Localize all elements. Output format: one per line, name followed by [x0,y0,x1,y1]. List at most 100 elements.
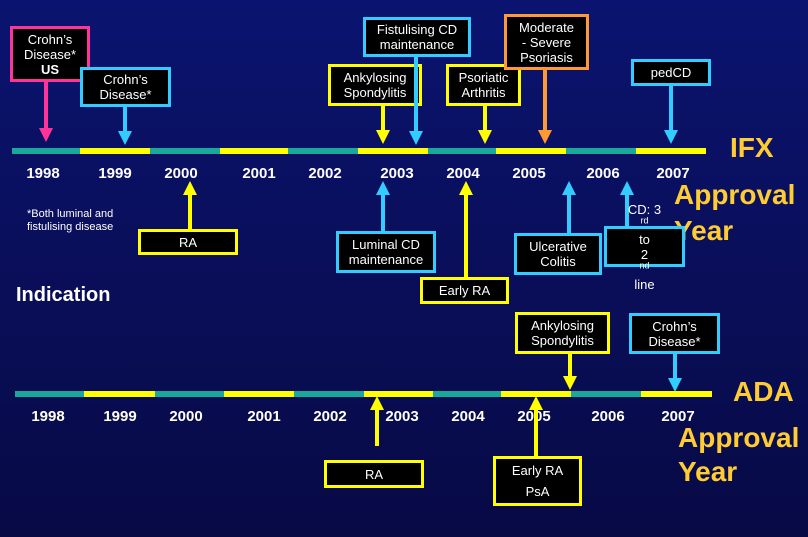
arrow-head-down [39,128,53,142]
box-text: Psoriasis [520,49,573,65]
box-text-part: to [639,231,650,247]
timeline-segment [358,148,428,154]
ifx-year-1998: 1998 [26,165,60,182]
box-text: Crohn’s [103,72,148,87]
arrow-shaft [381,106,385,130]
timeline-segment [566,148,636,154]
arrow-head-up [562,181,576,195]
timeline-segment [501,391,571,397]
timeline-segment [80,148,150,154]
box-text: PsA [525,484,550,499]
timeline-segment [288,148,358,154]
arrow-head-up [529,396,543,410]
box-text: Luminal CD [352,237,420,252]
arrow-shaft [543,70,547,130]
ada-ra-box: RA [324,460,424,488]
superscript: rd [640,215,649,226]
box-text-part: 2 [640,246,649,262]
box-text: Ankylosing [343,70,407,85]
ifx-year-2004: 2004 [446,165,480,182]
arrow-head-down [538,130,552,144]
box-text: Spondylitis [343,85,407,100]
box-text: Disease* [23,46,77,62]
box-text-part: line [634,276,655,292]
arrow-head-down [478,130,492,144]
arrow-shaft [375,410,379,446]
timeline-segment [220,148,288,154]
ada-year-2003: 2003 [385,408,419,425]
ada-year-2007: 2007 [661,408,695,425]
arrow-head-down [563,376,577,390]
box-text: Moderate [519,19,574,35]
arrow-head-down [668,378,682,392]
ifx-year-2007: 2007 [656,165,690,182]
arrow-shaft [414,57,418,131]
timeline-segment [155,391,224,397]
ifx-year-2005: 2005 [512,165,546,182]
arrow-head-down [409,131,423,145]
box-text: Disease* [99,87,152,102]
ada-year-2006: 2006 [591,408,625,425]
ada-ankylosing-box: Ankylosing Spondylitis [515,312,610,354]
box-text: - Severe [521,34,572,50]
superscript: nd [639,260,650,271]
box-text: Disease* [648,333,701,349]
arrow-shaft [44,82,48,128]
ifx-psoriatic-box: Psoriatic Arthritis [446,64,521,106]
timeline-segment [15,391,84,397]
ifx-label: IFX [730,132,774,163]
ada-year-2001: 2001 [247,408,281,425]
timeline-segment [496,148,566,154]
timeline-segment [364,391,433,397]
ifx-luminal-box: Luminal CD maintenance [336,231,436,273]
timeline-segment [294,391,364,397]
ifx-psoriasis-box: Moderate - Severe Psoriasis [504,14,589,70]
ifx-year-2002: 2002 [308,165,342,182]
box-text: maintenance [348,252,424,267]
timeline-segment [428,148,496,154]
ada-year-label: Year [678,456,738,487]
arrow-shaft [381,195,385,231]
arrow-shaft [464,195,468,277]
ifx-year-2003: 2003 [380,165,414,182]
ada-label: ADA [733,376,794,407]
arrow-head-down [118,131,132,145]
timeline-segment [224,391,294,397]
timeline-segment [433,391,501,397]
arrow-shaft [534,410,538,456]
box-text: Crohn’s [652,318,697,334]
footnote-line: fistulising disease [27,221,114,233]
ifx-year-1999: 1999 [98,165,132,182]
ada-year-2004: 2004 [451,408,485,425]
ada-year-2000: 2000 [169,408,203,425]
box-text-part: CD: 3 [627,201,662,217]
ada-year-1998: 1998 [31,408,65,425]
indication-label: Indication [16,284,111,306]
box-text: Psoriatic [458,70,509,85]
arrow-shaft [568,354,572,376]
ifx-pedcd-box: pedCD [631,59,711,86]
ifx-crohns-box: Crohn’s Disease* [80,67,171,107]
box-text: Colitis [540,254,576,269]
box-text: Early RA [511,463,564,478]
timeline-segment [636,148,706,154]
arrow-head-down [376,130,390,144]
arrow-shaft [483,106,487,130]
timeline-segment [150,148,220,154]
box-text: Ankylosing [531,318,594,333]
ifx-ra-box: RA [138,229,238,255]
ifx-ankylosing-box: Ankylosing Spondylitis [328,64,422,106]
footnote-line: *Both luminal and [27,208,114,220]
box-text: pedCD [650,65,692,80]
timeline-segment [84,391,155,397]
footnote: *Both luminal and fistulising disease [27,208,113,234]
box-text: maintenance [379,37,455,52]
arrow-shaft [123,107,127,131]
ifx-approval-label: Approval [674,179,796,210]
box-text: US [40,61,60,77]
ada-year-2002: 2002 [313,408,347,425]
arrow-shaft [625,195,629,226]
arrow-head-up [183,181,197,195]
